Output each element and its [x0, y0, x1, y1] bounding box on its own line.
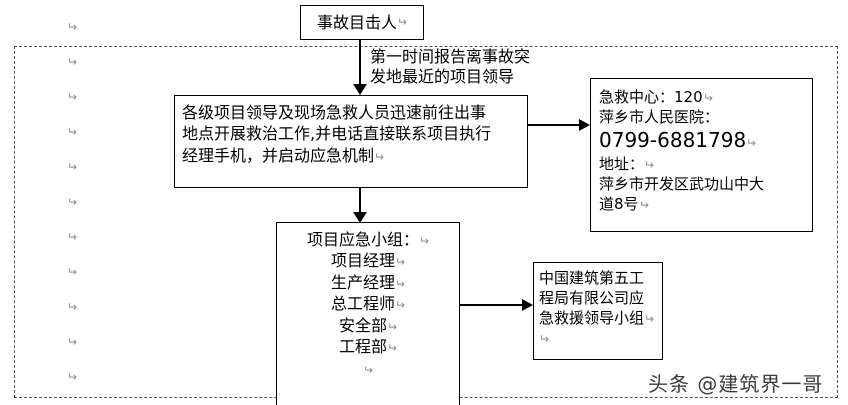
- hospital-phone: 0799-6881798↵: [599, 127, 808, 154]
- pilcrow-icon: ↵: [638, 198, 649, 213]
- team-member: 总工程师↵: [277, 293, 459, 314]
- team-member: 工程部↵: [277, 336, 459, 357]
- connector-process-to-hospital-arrowhead: [579, 119, 590, 131]
- pilcrow-icon: ↵: [394, 255, 406, 270]
- pilcrow-icon: ↵: [66, 370, 78, 384]
- margin-paragraph-marks: ↵ ↵ ↵ ↵ ↵ ↵ ↵ ↵ ↵ ↵ ↵: [60, 10, 84, 395]
- pilcrow-icon: ↵: [394, 276, 406, 291]
- box-cscec-rescue-leadership-group[interactable]: 中国建筑第五工 程局有限公司应 急救援领导小组↵ ↵: [533, 262, 663, 360]
- hospital-name: 萍乡市人民医院：: [599, 108, 720, 127]
- cscec-line-2: 程局有限公司应: [539, 289, 645, 308]
- team-member-text: 总工程师: [330, 294, 395, 314]
- process-line-3: 经理手机，并启动应急机制↵: [182, 145, 520, 166]
- paragraph-mark: ↵: [60, 45, 84, 80]
- box-accident-witness[interactable]: 事故目击人↵: [300, 5, 424, 40]
- connector-team-to-cscec-line: [460, 304, 523, 306]
- pilcrow-icon: ↵: [394, 298, 406, 313]
- pilcrow-icon: ↵: [66, 300, 78, 314]
- hospital-address-line-2: 道8号↵: [599, 194, 808, 214]
- team-title: 项目应急小组：↵: [277, 229, 459, 250]
- team-member-text: 安全部: [338, 315, 387, 335]
- paragraph-mark: ↵: [60, 325, 84, 360]
- team-title-text: 项目应急小组：: [306, 230, 419, 249]
- pilcrow-icon: ↵: [702, 91, 713, 105]
- team-member: 安全部↵: [277, 315, 459, 336]
- team-member: 生产经理↵: [277, 272, 459, 293]
- process-line-3-text: 经理手机，并启动应急机制: [182, 145, 375, 165]
- pilcrow-icon: ↵: [66, 125, 78, 139]
- process-line-1: 各级项目领导及现场急救人员迅速前往出事: [182, 103, 487, 122]
- box-project-emergency-team[interactable]: 项目应急小组：↵ 项目经理↵ 生产经理↵ 总工程师↵ 安全部↵ 工程部↵ ↵: [276, 222, 460, 405]
- connector-label-line-1: 第一时间报告离事故突: [370, 47, 531, 66]
- pilcrow-icon: ↵: [418, 234, 430, 248]
- cscec-trailing-mark: ↵: [539, 328, 659, 348]
- pilcrow-icon: ↵: [746, 136, 757, 151]
- cscec-line-3: 急救援领导小组↵: [539, 308, 659, 328]
- cscec-line-3-text: 急救援领导小组: [539, 309, 645, 328]
- pilcrow-icon: ↵: [66, 20, 78, 34]
- connector-label-line-2: 发地最近的项目领导: [370, 67, 515, 87]
- team-member-text: 生产经理: [330, 272, 395, 292]
- connector-witness-to-process-arrowhead: [353, 84, 367, 95]
- pilcrow-icon: ↵: [66, 195, 78, 209]
- connector-process-to-hospital-line: [528, 124, 580, 126]
- paragraph-mark: ↵: [60, 360, 84, 395]
- process-line-2: 地点开展救治工作,并电话直接联系项目执行: [182, 124, 492, 144]
- pilcrow-icon: ↵: [386, 341, 398, 356]
- box-emergency-center-contact[interactable]: 急救中心：120↵ 萍乡市人民医院： 0799-6881798↵ 地址：↵ 萍乡…: [590, 78, 813, 232]
- team-member-text: 工程部: [338, 337, 387, 357]
- pilcrow-icon: ↵: [396, 15, 408, 30]
- pilcrow-icon: ↵: [644, 157, 655, 172]
- paragraph-mark: ↵: [60, 220, 84, 255]
- connector-label-report-to-leader: 第一时间报告离事故突 发地最近的项目领导: [370, 47, 580, 88]
- connector-process-to-team-line: [359, 188, 361, 215]
- pilcrow-icon: ↵: [644, 312, 655, 327]
- hospital-address-label: 地址：↵: [599, 154, 808, 174]
- pilcrow-icon: ↵: [374, 149, 385, 164]
- pilcrow-icon: ↵: [66, 55, 78, 69]
- cscec-line-1: 中国建筑第五工: [539, 269, 645, 287]
- team-trailing-mark: ↵: [277, 358, 459, 379]
- hospital-emergency-number-text: 急救中心：120: [599, 88, 703, 106]
- connector-process-to-team-arrowhead: [353, 212, 367, 223]
- paragraph-mark: ↵: [60, 115, 84, 150]
- pilcrow-icon: ↵: [66, 265, 78, 279]
- team-member-text: 项目经理: [330, 251, 395, 271]
- box-emergency-response-process[interactable]: 各级项目领导及现场急救人员迅速前往出事 地点开展救治工作,并电话直接联系项目执行…: [174, 95, 528, 188]
- box-accident-witness-text: 事故目击人: [316, 12, 397, 32]
- paragraph-mark: ↵: [60, 290, 84, 325]
- pilcrow-icon: ↵: [362, 362, 374, 377]
- pilcrow-icon: ↵: [66, 230, 78, 244]
- pilcrow-icon: ↵: [386, 319, 398, 334]
- pilcrow-icon: ↵: [66, 90, 78, 104]
- paragraph-mark: ↵: [60, 80, 84, 115]
- paragraph-mark: ↵: [60, 10, 84, 45]
- watermark: 头条 @建筑界一哥: [648, 372, 824, 396]
- paragraph-mark: ↵: [60, 255, 84, 290]
- hospital-address-line-2-text: 道8号: [599, 195, 639, 214]
- connector-witness-to-process-line: [359, 40, 361, 85]
- pilcrow-icon: ↵: [539, 332, 550, 347]
- team-member: 项目经理↵: [277, 250, 459, 271]
- connector-team-to-cscec-arrowhead: [522, 299, 533, 311]
- hospital-address-label-text: 地址：: [599, 154, 645, 173]
- hospital-address-line-1: 萍乡市开发区武功山中大: [599, 175, 765, 194]
- pilcrow-icon: ↵: [66, 335, 78, 349]
- hospital-emergency-number: 急救中心：120↵: [599, 87, 808, 107]
- paragraph-mark: ↵: [60, 150, 84, 185]
- pilcrow-icon: ↵: [66, 160, 78, 174]
- paragraph-mark: ↵: [60, 185, 84, 220]
- hospital-phone-text: 0799-6881798: [599, 128, 747, 153]
